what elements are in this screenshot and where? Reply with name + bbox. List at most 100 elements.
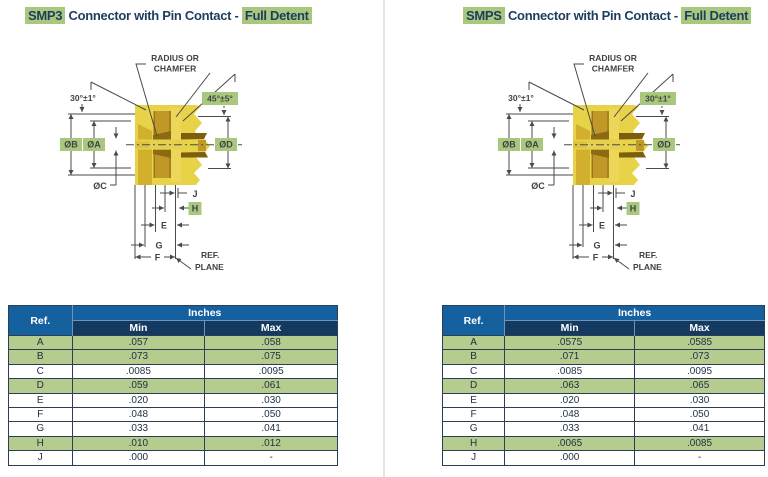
ref-cell: J [441,450,506,466]
panel-divider [383,0,385,477]
min-cell: .048 [504,407,636,423]
dim-e-label: E [599,221,605,231]
ref-cell: A [8,334,73,351]
dia-d-chip [653,138,675,151]
min-cell: .0575 [504,334,636,351]
dia-c-callout [548,127,557,186]
dia-b-label: ØB [502,140,516,150]
left-angle-label: 30°±1° [508,93,534,103]
table-row: C.0085.0095 [441,363,765,380]
max-cell: .0085 [634,435,765,452]
min-cell: .000 [504,450,636,466]
ref-cell: F [8,407,73,423]
inches-header: Inches [504,305,765,321]
min-cell: .0085 [71,363,206,380]
ref-cell: B [8,349,73,365]
ref-cell: G [8,421,73,437]
dia-a-chip [521,138,543,151]
radius-chamfer-label-line2: CHAMFER [154,64,197,74]
dia-d-chip [215,138,237,151]
ref-plane-label-line2: PLANE [633,262,662,272]
table-row: G.033.041 [441,421,765,437]
min-cell: .010 [71,435,206,452]
dia-a-chip [83,138,105,151]
table-row: H.010.012 [8,435,338,452]
table-row: E.020.030 [441,392,765,409]
min-cell: .048 [71,407,206,423]
min-cell: .063 [504,378,636,394]
min-header: Min [72,320,205,336]
max-header: Max [634,320,765,336]
ref-plane-label-line1: REF. [201,250,219,260]
radius-chamfer-label-line1: RADIUS OR [589,53,637,63]
bottom-dimension-lines [131,185,192,270]
max-cell: .0585 [634,334,765,351]
table-row: D.063.065 [441,378,765,394]
ref-cell: J [8,450,73,466]
ref-cell: E [8,392,73,409]
page-title: SMP3 Connector with Pin Contact - Full D… [25,7,312,24]
table-row: J.000- [8,450,338,466]
dia-d-label: ØD [219,140,233,150]
max-cell: .0095 [204,363,338,380]
connector-diagram: 30°±1° RADIUS OR CHAMFER 30°±1° ØB [498,53,680,272]
max-cell: - [204,450,338,466]
table-row: G.033.041 [8,421,338,437]
table-row: E.020.030 [8,392,338,409]
table-row: F.048.050 [441,407,765,423]
table-row: F.048.050 [8,407,338,423]
radius-chamfer-callout [135,63,211,137]
dim-e-label: E [161,221,167,231]
min-cell: .020 [504,392,636,409]
page-title: SMPS Connector with Pin Contact - Full D… [463,7,752,24]
max-cell: .050 [634,407,765,423]
ref-cell: A [441,334,506,351]
panel-smps: SMPS Connector with Pin Contact - Full D… [384,0,768,477]
title-highlight-model: SMPS [463,7,505,24]
radius-chamfer-callout [573,63,649,137]
max-cell: .075 [204,349,338,365]
ref-cell: C [8,363,73,380]
title-middle-text: Connector with Pin Contact - [504,8,682,23]
dia-c-label: ØC [93,181,107,191]
right-angle-label: 30°±1° [645,94,671,104]
ref-cell: B [441,349,506,365]
max-cell: .012 [204,435,338,452]
dia-a-label: ØA [87,140,101,150]
min-cell: .071 [504,349,636,365]
min-cell: .0085 [504,363,636,380]
dia-a-label: ØA [525,140,539,150]
panel-smp3: SMP3 Connector with Pin Contact - Full D… [8,7,338,466]
ref-plane-label-line2: PLANE [195,262,224,272]
dim-j-label: J [631,189,636,199]
max-cell: .073 [634,349,765,365]
inches-header: Inches [72,305,338,321]
min-cell: .033 [71,421,206,437]
max-cell: .050 [204,407,338,423]
table-row: D.059.061 [8,378,338,394]
dia-b-chip [498,138,520,151]
max-cell: .0095 [634,363,765,380]
max-header: Max [204,320,338,336]
dia-b-label: ØB [64,140,78,150]
ref-cell: E [441,392,506,409]
dim-h-chip [188,202,202,215]
ref-cell: C [441,363,506,380]
max-cell: .061 [204,378,338,394]
bottom-dimension-lines [569,185,630,270]
table-row: A.057.058 [8,334,338,351]
min-cell: .057 [71,334,206,351]
dim-g-label: G [593,241,600,251]
ref-cell: H [8,435,73,452]
min-header: Min [504,320,635,336]
dia-d-label: ØD [657,140,671,150]
table-row: B.071.073 [441,349,765,365]
table-row: J.000- [441,450,765,466]
table-row: A.0575.0585 [441,334,765,351]
max-cell: .030 [634,392,765,409]
radius-chamfer-label-line1: RADIUS OR [151,53,199,63]
dim-h-label: H [192,204,199,214]
